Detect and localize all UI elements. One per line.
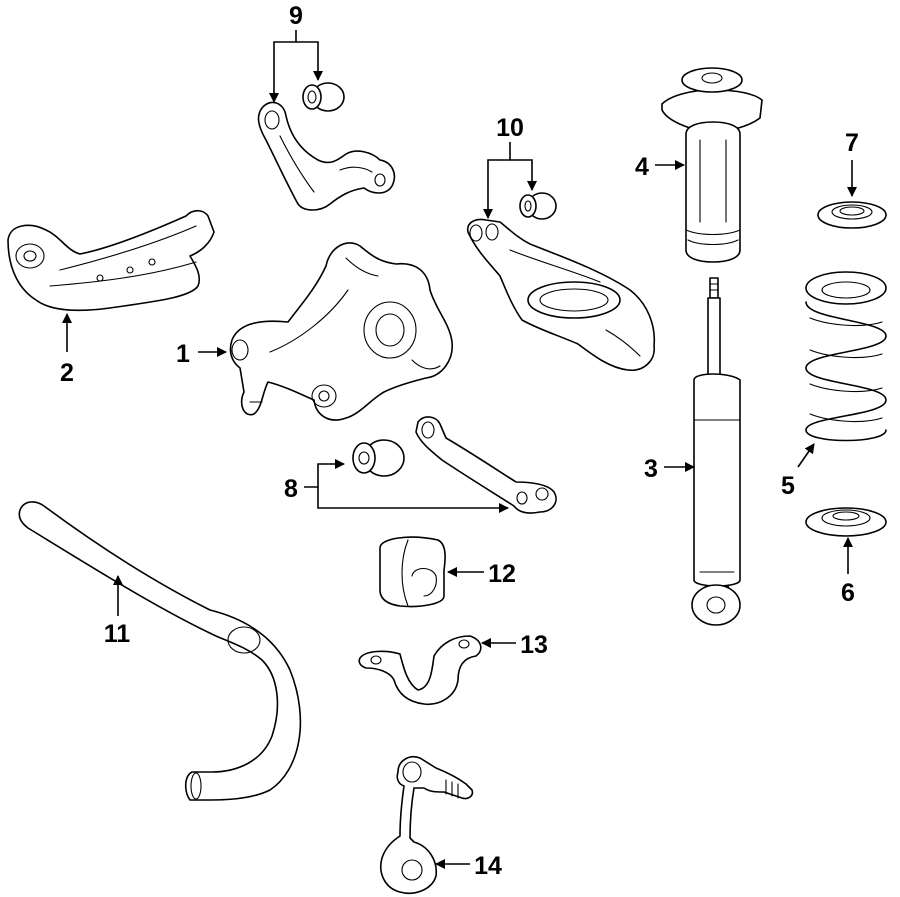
callout-12: 12: [488, 560, 516, 588]
callout-14: 14: [474, 852, 502, 880]
part-2-trailing-arm[interactable]: [7, 209, 215, 312]
callout-2: 2: [60, 359, 74, 387]
leader-8-upper: [304, 459, 345, 488]
callout-9: 9: [289, 2, 303, 30]
callout-7: 7: [845, 129, 859, 157]
part-8-toe-link[interactable]: [415, 416, 557, 514]
callout-4: 4: [635, 153, 649, 181]
part-12-stabilizer-bushing[interactable]: [379, 536, 446, 608]
part-10-lower-control-arm[interactable]: [466, 218, 656, 371]
callout-13: 13: [520, 631, 548, 659]
leader-10-left: [483, 142, 511, 219]
callout-3: 3: [644, 455, 658, 483]
part-10-bushing[interactable]: [519, 192, 557, 220]
leader-10-right: [510, 159, 537, 191]
part-1-knuckle[interactable]: [229, 242, 453, 421]
leader-9-left: [269, 30, 297, 103]
leader-lines: [62, 30, 857, 869]
callout-10: 10: [496, 114, 524, 142]
callout-6: 6: [841, 579, 855, 607]
callout-labels: 1 2 3 4 5 6 7 8 9 10 11 12 13 14: [60, 2, 859, 880]
leader-9-right: [296, 41, 323, 81]
part-7-upper-spring-seat[interactable]: [817, 201, 887, 229]
leader-5: [797, 443, 815, 468]
callout-1: 1: [176, 340, 190, 368]
part-5-coil-spring[interactable]: [805, 271, 887, 442]
callout-11: 11: [104, 620, 131, 648]
part-9-upper-control-arm[interactable]: [257, 101, 396, 211]
part-8-bushing[interactable]: [352, 439, 405, 477]
part-9-bushing[interactable]: [302, 82, 345, 112]
part-6-lower-spring-seat[interactable]: [805, 507, 887, 537]
part-11-stabilizer-bar[interactable]: [18, 501, 302, 801]
callout-5: 5: [781, 472, 795, 500]
callout-8: 8: [284, 475, 298, 503]
part-14-stabilizer-link[interactable]: [380, 756, 474, 894]
part-4-shock-boot[interactable]: [661, 67, 763, 263]
leader-8-lower: [317, 487, 509, 513]
part-13-stabilizer-bracket[interactable]: [358, 635, 482, 705]
part-3-shock-absorber[interactable]: [691, 277, 741, 626]
